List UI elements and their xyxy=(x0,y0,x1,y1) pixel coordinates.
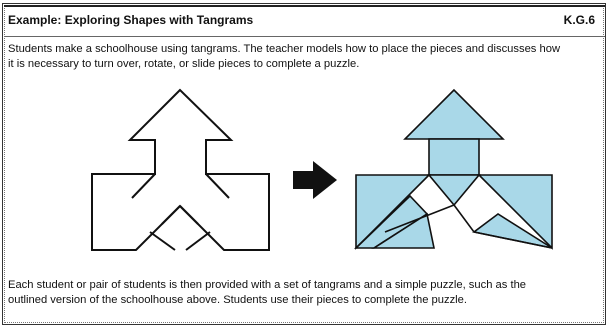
closing-line-1: Each student or pair of students is then… xyxy=(8,279,527,291)
outline-inner-lines xyxy=(131,173,230,251)
tangram-small-triangle-left xyxy=(371,212,435,249)
intro-line-1: Students make a schoolhouse using tangra… xyxy=(8,43,561,55)
outline-shape xyxy=(91,88,270,251)
closing-paragraph: Each student or pair of students is then… xyxy=(8,278,608,308)
filled-inner-lines xyxy=(384,204,553,249)
right-arrow-icon xyxy=(293,161,337,199)
intro-line-2: it is necessary to turn over, rotate, or… xyxy=(8,58,360,70)
tangram-square xyxy=(428,138,480,176)
example-header: Example: Exploring Shapes with Tangrams … xyxy=(8,9,595,31)
header-divider xyxy=(4,36,605,37)
tangram-middle-triangle xyxy=(427,174,481,207)
standard-code: K.G.6 xyxy=(563,13,595,27)
tangram-roof-triangle xyxy=(403,88,505,140)
intro-paragraph: Students make a schoolhouse using tangra… xyxy=(8,42,608,72)
header-top-rule xyxy=(4,5,605,7)
tangram-large-triangle-right xyxy=(477,174,553,250)
outlined-schoolhouse xyxy=(91,88,270,251)
closing-line-2: outlined version of the schoolhouse abov… xyxy=(8,294,467,306)
filled-schoolhouse xyxy=(354,88,553,250)
example-title: Example: Exploring Shapes with Tangrams xyxy=(8,13,254,27)
